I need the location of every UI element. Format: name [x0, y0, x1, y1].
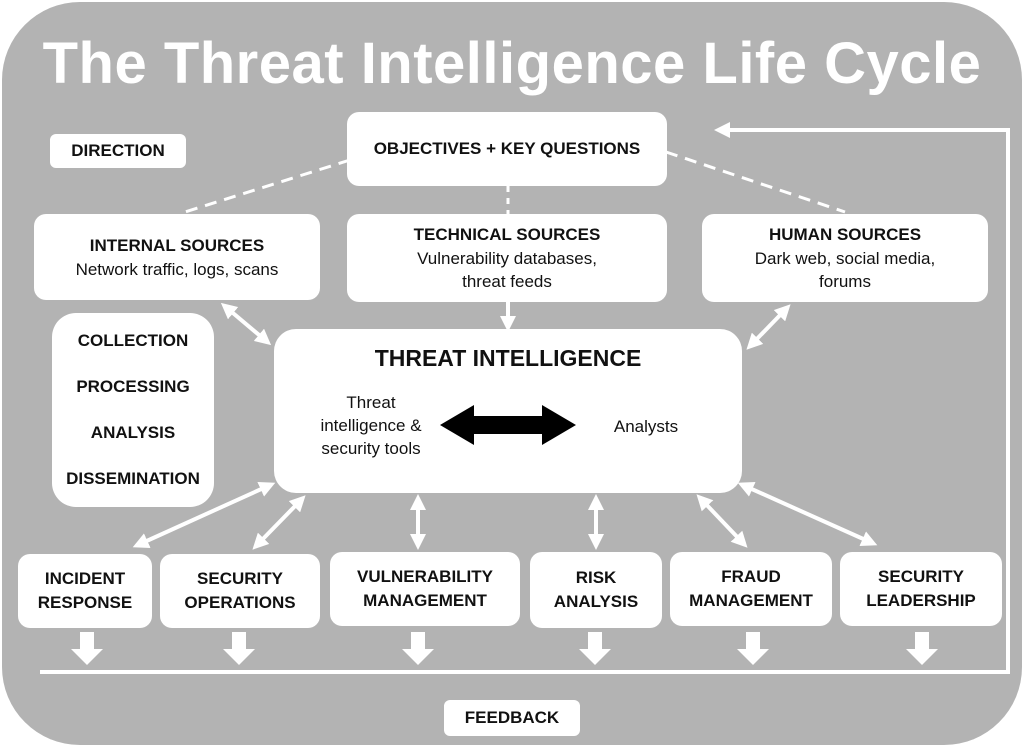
- stages-box: COLLECTION PROCESSING ANALYSIS DISSEMINA…: [52, 313, 214, 507]
- diagram-title: The Threat Intelligence Life Cycle: [42, 31, 982, 96]
- consumer-secops-line-2: OPERATIONS: [184, 593, 296, 612]
- feedback-loop-line: [40, 122, 1010, 674]
- down-arrow-secops: [223, 632, 255, 665]
- threat-intelligence-tools: Threat intelligence & security tools: [296, 391, 446, 460]
- stage-dissemination: DISSEMINATION: [66, 469, 200, 488]
- technical-sources-desc-2: threat feeds: [462, 272, 552, 291]
- threat-intelligence-box: THREAT INTELLIGENCE Threat intelligence …: [274, 329, 742, 493]
- consumer-security-operations: SECURITY OPERATIONS: [160, 554, 320, 628]
- human-sources-title: HUMAN SOURCES: [768, 225, 922, 244]
- objectives-text: OBJECTIVES + KEY QUESTIONS: [373, 139, 641, 158]
- consumer-security-leadership: SECURITY LEADERSHIP: [840, 552, 1002, 626]
- consumer-risk-line-1: RISK: [575, 568, 617, 587]
- consumer-risk-analysis: RISK ANALYSIS: [530, 552, 662, 628]
- down-arrow-risk: [579, 632, 611, 665]
- human-sources-box: HUMAN SOURCES Dark web, social media, fo…: [702, 214, 988, 302]
- threat-intelligence-title: THREAT INTELLIGENCE: [374, 345, 642, 371]
- feedback-text: FEEDBACK: [464, 708, 560, 727]
- technical-sources-title: TECHNICAL SOURCES: [413, 225, 601, 244]
- technical-sources-desc-1: Vulnerability databases,: [417, 249, 597, 268]
- arrow-ti-fraud: [696, 494, 748, 548]
- internal-sources-desc: Network traffic, logs, scans: [75, 259, 279, 279]
- stage-processing: PROCESSING: [76, 377, 190, 396]
- double-arrow-icon: [440, 405, 576, 445]
- dashed-line-objectives-human: [665, 150, 846, 214]
- consumer-incident-response: INCIDENT RESPONSE: [18, 554, 152, 628]
- feedback-label: FEEDBACK: [444, 700, 580, 736]
- consumer-fraud-management: FRAUD MANAGEMENT: [670, 552, 832, 626]
- consumer-leadership-line-1: SECURITY: [878, 567, 964, 586]
- down-arrow-incident: [71, 632, 103, 665]
- consumer-secops-line-1: SECURITY: [197, 569, 283, 588]
- tools-line-3: security tools: [321, 439, 421, 458]
- tools-line-2: intelligence &: [320, 416, 422, 435]
- consumer-incident-line-2: RESPONSE: [37, 593, 133, 612]
- down-arrow-vuln: [402, 632, 434, 665]
- consumer-vulnerability-management: VULNERABILITY MANAGEMENT: [330, 552, 520, 626]
- internal-sources-title: INTERNAL SOURCES: [89, 235, 265, 255]
- direction-label: DIRECTION: [50, 134, 186, 168]
- down-arrow-fraud: [737, 632, 769, 665]
- human-sources-desc-2: forums: [819, 272, 871, 291]
- technical-sources-box: TECHNICAL SOURCES Vulnerability database…: [347, 214, 667, 302]
- human-sources-desc-1: Dark web, social media,: [754, 249, 936, 268]
- arrow-internal-to-ti: [220, 302, 272, 346]
- arrow-ti-incident: [132, 482, 276, 548]
- arrow-ti-secops: [252, 495, 306, 550]
- consumer-fraud-line-1: FRAUD: [721, 567, 781, 586]
- stage-analysis: ANALYSIS: [90, 423, 176, 442]
- tools-line-1: Threat: [346, 393, 396, 412]
- consumer-vuln-line-1: VULNERABILITY: [357, 567, 493, 586]
- direction-text: DIRECTION: [71, 141, 165, 160]
- consumer-vuln-line-2: MANAGEMENT: [363, 591, 487, 610]
- arrow-ti-leadership: [737, 481, 878, 547]
- down-arrow-leadership: [906, 632, 938, 665]
- consumer-fraud-line-2: MANAGEMENT: [689, 591, 813, 610]
- internal-sources-box: INTERNAL SOURCES Network traffic, logs, …: [34, 214, 320, 300]
- stage-collection: COLLECTION: [77, 331, 189, 350]
- threat-intelligence-analysts: Analysts: [613, 417, 679, 436]
- dashed-line-objectives-internal: [184, 158, 351, 214]
- objectives-box: OBJECTIVES + KEY QUESTIONS: [347, 112, 667, 186]
- consumer-leadership-line-2: LEADERSHIP: [866, 591, 976, 610]
- consumer-incident-line-1: INCIDENT: [44, 569, 126, 588]
- consumer-risk-line-2: ANALYSIS: [553, 592, 639, 611]
- arrow-human-to-ti: [746, 304, 791, 350]
